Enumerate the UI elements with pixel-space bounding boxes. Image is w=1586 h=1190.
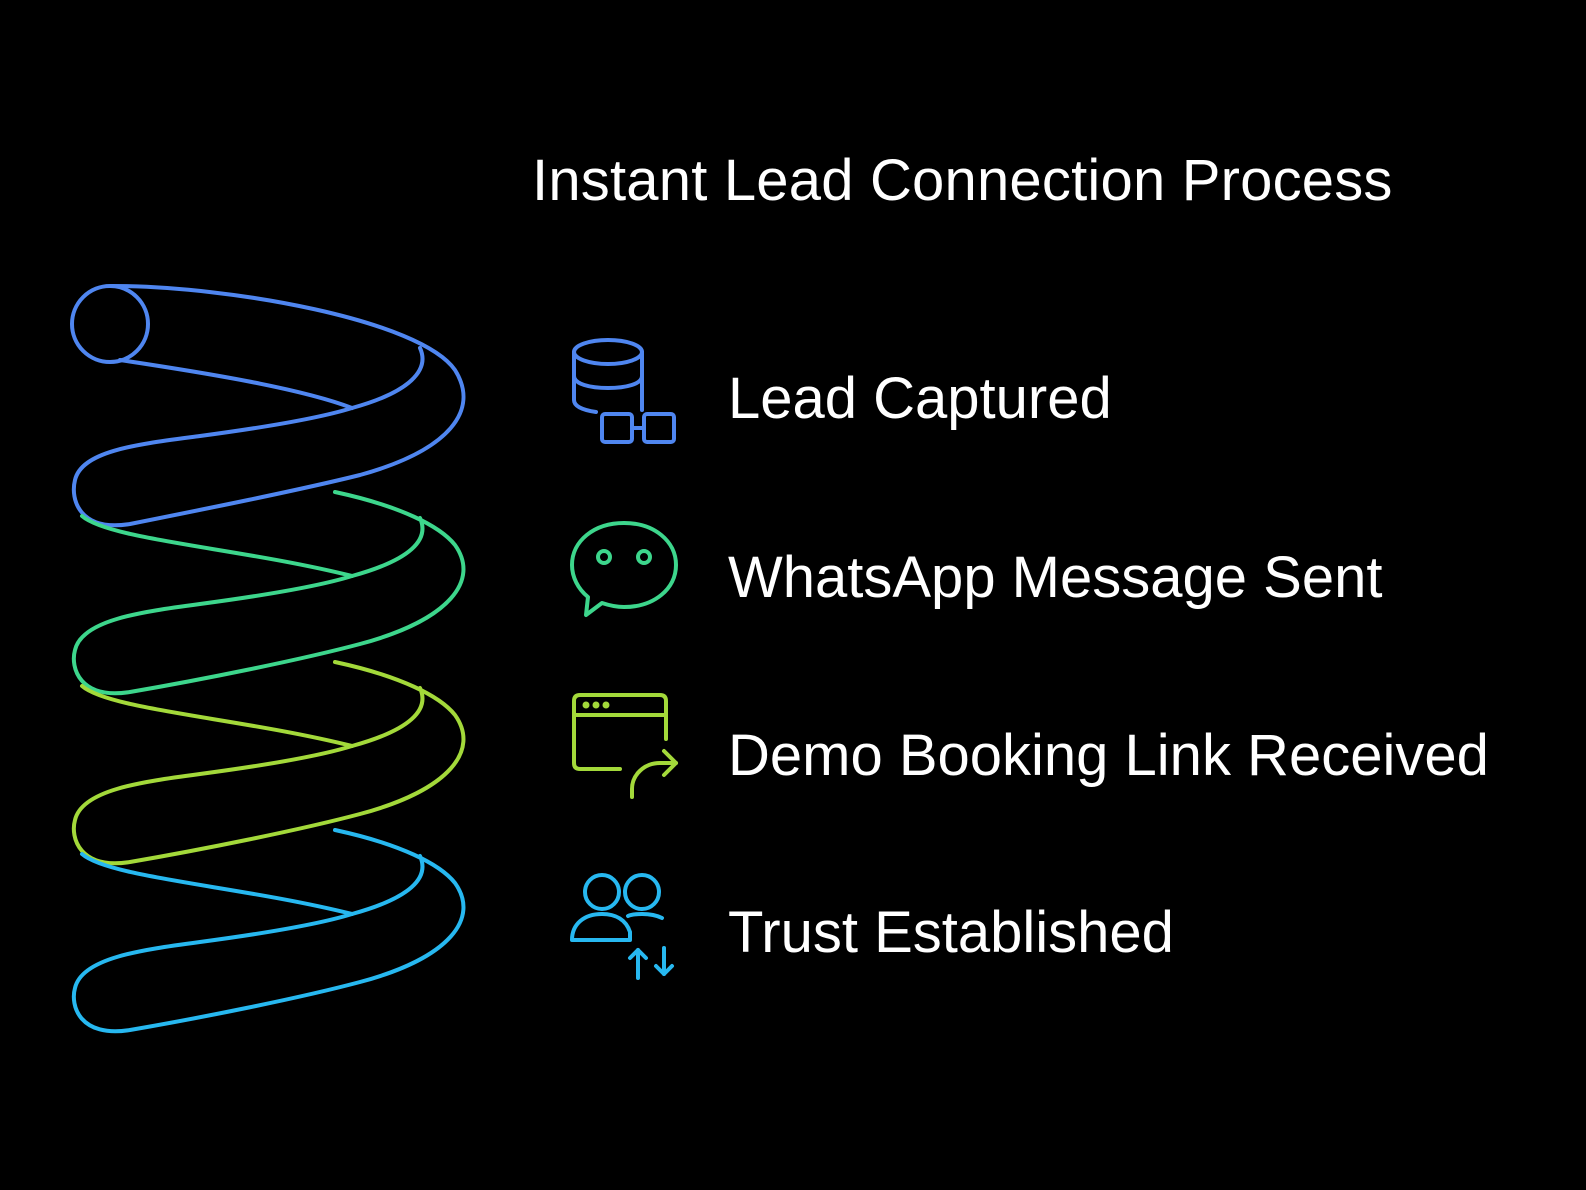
- coil-spring-graphic: [70, 284, 466, 1034]
- database-icon: [572, 338, 676, 444]
- step-demo-booking-link-received: Demo Booking Link Received: [570, 693, 1570, 813]
- browser-window-arrow-icon: [572, 693, 678, 799]
- step-label: Lead Captured: [728, 366, 1112, 431]
- step-trust-established: Trust Established: [570, 870, 1570, 990]
- users-exchange-icon: [570, 873, 674, 980]
- coil-segment-4: [71, 828, 466, 1034]
- coil-segment-2: [71, 490, 466, 696]
- step-label: WhatsApp Message Sent: [728, 545, 1383, 610]
- step-whatsapp-message-sent: WhatsApp Message Sent: [570, 515, 1570, 635]
- step-lead-captured: Lead Captured: [570, 336, 1570, 456]
- step-label: Demo Booking Link Received: [728, 723, 1489, 788]
- chat-bubble-icon: [570, 521, 678, 617]
- diagram-title: Instant Lead Connection Process: [532, 148, 1393, 213]
- step-label: Trust Established: [728, 900, 1174, 965]
- coil-segment-1: [70, 284, 466, 528]
